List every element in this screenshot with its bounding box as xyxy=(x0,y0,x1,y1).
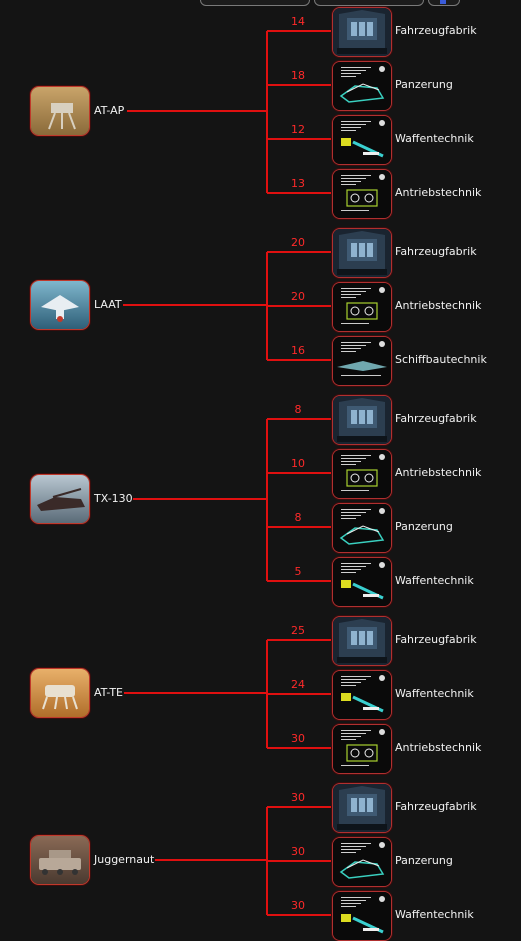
blue-flag-icon xyxy=(440,0,446,4)
unit-juggernaut[interactable] xyxy=(30,835,90,885)
requirement-label: Panzerung xyxy=(395,854,453,867)
weapon-tech-icon[interactable] xyxy=(332,891,392,941)
required-level: 20 xyxy=(291,236,305,249)
requirement-label: Schiffbautechnik xyxy=(395,353,487,366)
weapon-tech-icon[interactable] xyxy=(332,670,392,720)
unit-label: AT-AP xyxy=(94,104,125,117)
required-level: 8 xyxy=(294,403,302,416)
requirement-label: Antriebstechnik xyxy=(395,466,482,479)
requirement-label: Fahrzeugfabrik xyxy=(395,800,477,813)
laat-gunship-icon xyxy=(30,280,90,330)
required-level: 10 xyxy=(291,457,305,470)
required-level: 5 xyxy=(294,565,302,578)
required-level: 30 xyxy=(291,732,305,745)
vehicle-factory-icon[interactable] xyxy=(332,228,392,278)
unit-tx-130[interactable] xyxy=(30,474,90,524)
propulsion-tech-icon[interactable] xyxy=(332,169,392,219)
required-level: 30 xyxy=(291,845,305,858)
at-te-walker-icon xyxy=(30,668,90,718)
armor-icon[interactable] xyxy=(332,837,392,887)
requirement-label: Antriebstechnik xyxy=(395,299,482,312)
propulsion-tech-icon[interactable] xyxy=(332,449,392,499)
required-level: 8 xyxy=(294,511,302,524)
weapon-tech-icon[interactable] xyxy=(332,557,392,607)
required-level: 12 xyxy=(291,123,305,136)
armor-icon[interactable] xyxy=(332,61,392,111)
unit-label: AT-TE xyxy=(94,686,124,699)
vehicle-factory-icon[interactable] xyxy=(332,7,392,57)
juggernaut-tank-icon xyxy=(30,835,90,885)
unit-at-ap[interactable] xyxy=(30,86,90,136)
required-level: 30 xyxy=(291,791,305,804)
top-toolbar-fragment xyxy=(0,0,521,6)
tx-130-tank-icon xyxy=(30,474,90,524)
requirement-label: Waffentechnik xyxy=(395,132,474,145)
required-level: 13 xyxy=(291,177,305,190)
requirement-label: Fahrzeugfabrik xyxy=(395,633,477,646)
requirement-label: Fahrzeugfabrik xyxy=(395,24,477,37)
requirement-label: Fahrzeugfabrik xyxy=(395,412,477,425)
unit-laat[interactable] xyxy=(30,280,90,330)
requirement-label: Waffentechnik xyxy=(395,908,474,921)
required-level: 16 xyxy=(291,344,305,357)
unit-label: TX-130 xyxy=(94,492,133,505)
vehicle-factory-icon[interactable] xyxy=(332,395,392,445)
unit-at-te[interactable] xyxy=(30,668,90,718)
at-ap-walker-icon xyxy=(30,86,90,136)
required-level: 24 xyxy=(291,678,305,691)
unit-label: Juggernaut xyxy=(94,853,155,866)
requirement-label: Antriebstechnik xyxy=(395,186,482,199)
required-level: 30 xyxy=(291,899,305,912)
required-level: 14 xyxy=(291,15,305,28)
unit-label: LAAT xyxy=(94,298,122,311)
propulsion-tech-icon[interactable] xyxy=(332,282,392,332)
requirement-label: Antriebstechnik xyxy=(395,741,482,754)
required-level: 20 xyxy=(291,290,305,303)
required-level: 18 xyxy=(291,69,305,82)
requirement-label: Waffentechnik xyxy=(395,687,474,700)
vehicle-factory-icon[interactable] xyxy=(332,616,392,666)
requirement-label: Panzerung xyxy=(395,78,453,91)
vehicle-factory-icon[interactable] xyxy=(332,783,392,833)
propulsion-tech-icon[interactable] xyxy=(332,724,392,774)
requirement-label: Panzerung xyxy=(395,520,453,533)
requirement-label: Fahrzeugfabrik xyxy=(395,245,477,258)
required-level: 25 xyxy=(291,624,305,637)
requirement-label: Waffentechnik xyxy=(395,574,474,587)
armor-icon[interactable] xyxy=(332,503,392,553)
weapon-tech-icon[interactable] xyxy=(332,115,392,165)
shipbuilding-tech-icon[interactable] xyxy=(332,336,392,386)
